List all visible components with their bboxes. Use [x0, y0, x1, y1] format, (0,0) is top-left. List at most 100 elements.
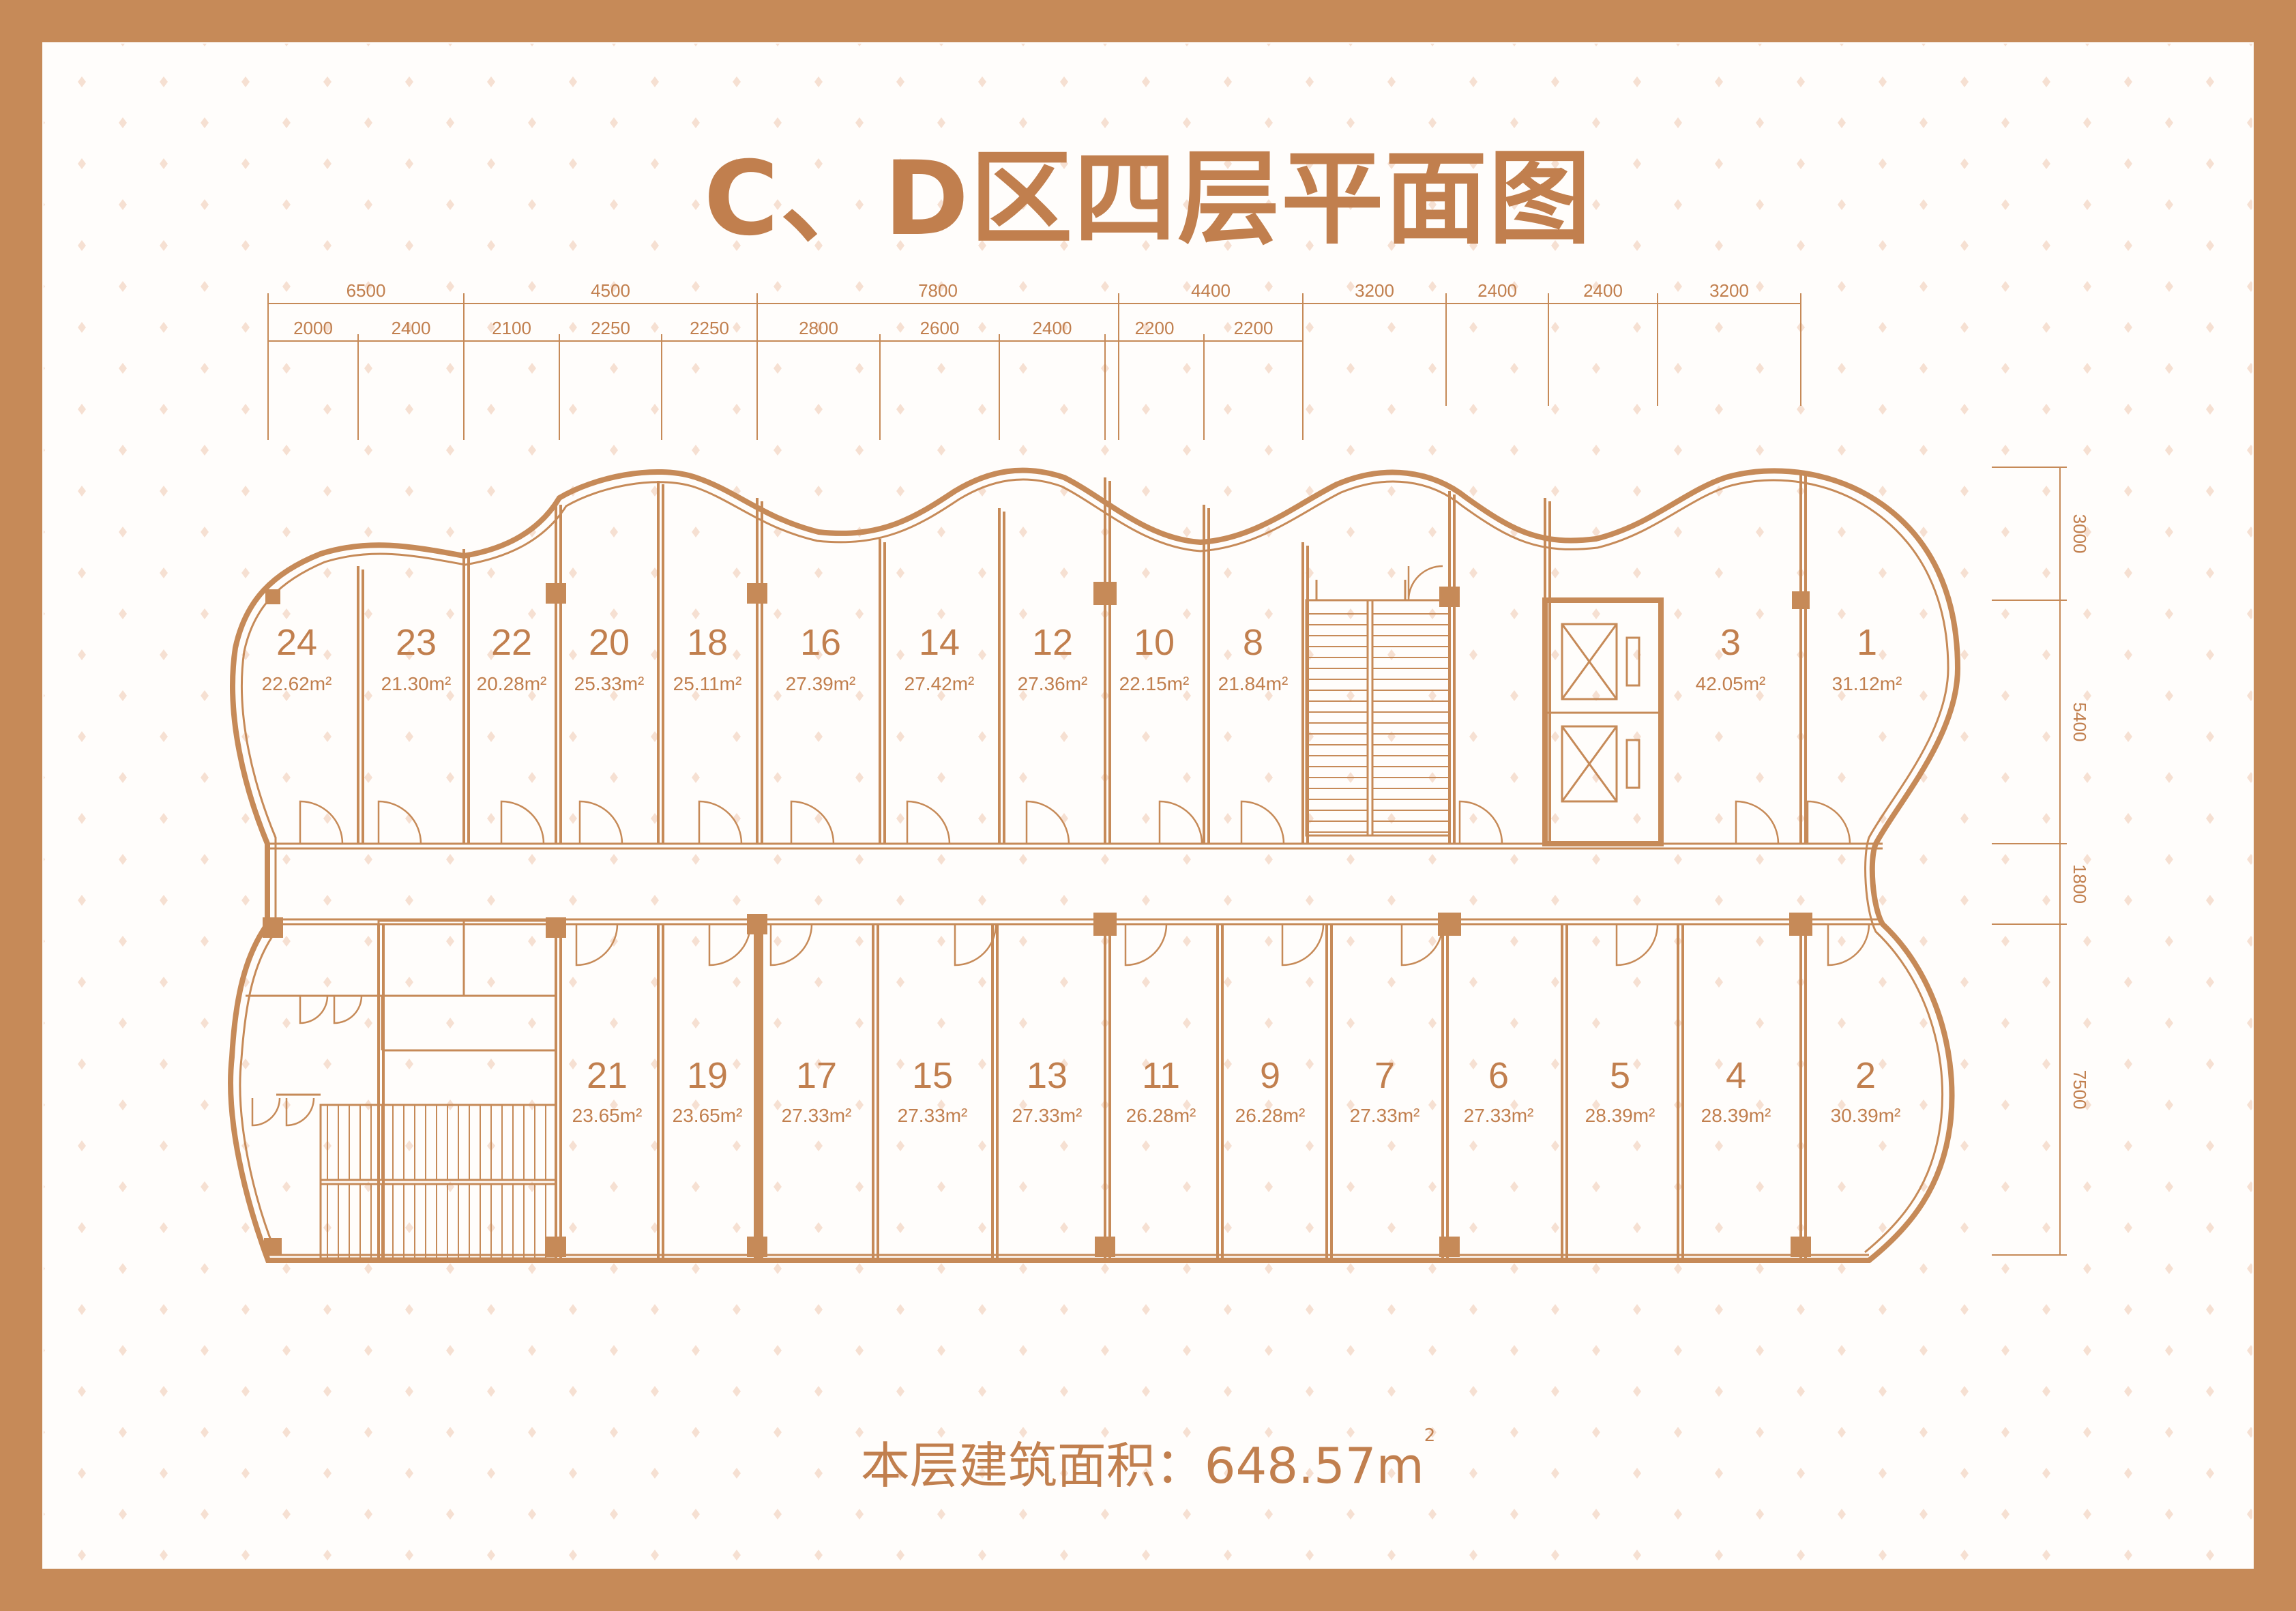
- room-area: 20.28m²: [477, 673, 547, 694]
- dim-label-top-inner: 2250: [591, 318, 630, 338]
- dim-label-top-inner: 2200: [1234, 318, 1274, 338]
- room-area: 27.33m²: [1464, 1105, 1534, 1126]
- door-swing: [1806, 800, 1851, 844]
- door-swing: [500, 800, 545, 844]
- dim-label-top-inner: 2250: [690, 318, 729, 338]
- room-number: 13: [1027, 1055, 1068, 1096]
- room-area: 21.84m²: [1218, 673, 1289, 694]
- dim-label-top-outer: 6500: [347, 280, 386, 301]
- room-area: 28.39m²: [1585, 1105, 1655, 1126]
- door-swing: [1827, 923, 1870, 966]
- room-area: 27.36m²: [1018, 673, 1088, 694]
- column: [264, 1238, 282, 1256]
- room-area: 28.39m²: [1701, 1105, 1771, 1126]
- column: [546, 583, 566, 604]
- dim-label-top-inner: 2800: [799, 318, 838, 338]
- room-area: 27.33m²: [782, 1105, 852, 1126]
- dim-label-top-outer: 2400: [1477, 280, 1517, 301]
- column: [1095, 1237, 1115, 1257]
- dim-label-top-outer: 2400: [1583, 280, 1623, 301]
- total-area: 本层建筑面积：648.57m2: [0, 1425, 2296, 1497]
- column: [1093, 913, 1117, 936]
- door-swing: [575, 923, 619, 966]
- door-swing: [285, 1097, 315, 1127]
- room-number: 21: [587, 1055, 628, 1096]
- room-number: 20: [589, 622, 630, 663]
- room-number: 11: [1142, 1055, 1180, 1096]
- dim-label-top-inner: 2000: [293, 318, 333, 338]
- room-area: 22.15m²: [1119, 673, 1190, 694]
- columns: [263, 582, 1812, 1257]
- room-number: 18: [687, 622, 728, 663]
- door-swing: [333, 995, 363, 1024]
- room-area: 26.28m²: [1126, 1105, 1196, 1126]
- dim-label-top-inner: 2600: [920, 318, 960, 338]
- room-area: 23.65m²: [673, 1105, 743, 1126]
- room-area: 22.62m²: [262, 673, 332, 694]
- door-swing: [1158, 800, 1203, 844]
- door-swing: [1124, 923, 1168, 966]
- room-number: 23: [396, 622, 437, 663]
- room-number: 15: [912, 1055, 953, 1096]
- page-title: C、D区四层平面图: [703, 140, 1593, 258]
- elevator-shaft: [1542, 597, 1664, 846]
- door-swing: [1735, 800, 1780, 844]
- door-swing: [954, 923, 997, 966]
- room-area: 30.39m²: [1831, 1105, 1901, 1126]
- room-area: 27.33m²: [1350, 1105, 1420, 1126]
- room-number: 5: [1610, 1055, 1630, 1096]
- door-swing: [769, 923, 813, 966]
- door-swing: [1240, 800, 1285, 844]
- room-number: 7: [1374, 1055, 1395, 1096]
- total-area-unit-sup: 2: [1424, 1425, 1436, 1446]
- room-number: 4: [1726, 1055, 1746, 1096]
- dim-label-top-outer: 3200: [1355, 280, 1394, 301]
- room-number: 3: [1720, 622, 1741, 663]
- room-area: 27.33m²: [1012, 1105, 1083, 1126]
- room-number: 1: [1857, 622, 1877, 663]
- column: [1792, 591, 1810, 609]
- door-swing: [299, 995, 329, 1024]
- room-area: 25.11m²: [673, 673, 742, 694]
- stair-treads-top: [1306, 613, 1449, 833]
- stairwell-top: [1305, 580, 1451, 837]
- room-number: 12: [1032, 622, 1073, 663]
- doors: [251, 565, 1870, 1127]
- door-swing: [578, 800, 623, 844]
- room-area: 26.28m²: [1235, 1105, 1306, 1126]
- room-number: 6: [1488, 1055, 1509, 1096]
- dimension-ticks: [267, 293, 1801, 440]
- door-swing: [251, 1097, 281, 1127]
- room-area: 27.33m²: [898, 1105, 968, 1126]
- room-number: 2: [1855, 1055, 1876, 1096]
- room-number: 16: [800, 622, 841, 663]
- dim-label-top-outer: 7800: [918, 280, 958, 301]
- room-number: 17: [796, 1055, 837, 1096]
- total-area-label: 本层建筑面积：648.57m: [860, 1437, 1424, 1494]
- building-outline: [228, 467, 1961, 1263]
- door-swing: [906, 800, 951, 844]
- dim-label-top-inner: 2100: [492, 318, 531, 338]
- column: [747, 583, 767, 604]
- column: [1789, 913, 1812, 936]
- dim-label-top-outer: 4500: [591, 280, 630, 301]
- background-pattern: [44, 44, 2252, 1567]
- dim-label-top-outer: 3200: [1709, 280, 1749, 301]
- room-number: 22: [491, 622, 532, 663]
- room-area: 31.12m²: [1832, 673, 1902, 694]
- column: [1093, 582, 1117, 605]
- room-area: 27.39m²: [786, 673, 856, 694]
- dim-label-top-inner: 2400: [392, 318, 431, 338]
- room-number: 24: [276, 622, 317, 663]
- door-swing: [1458, 800, 1503, 844]
- dim-label-right: 5400: [2070, 703, 2090, 742]
- door-swing: [1407, 565, 1443, 601]
- door-swing: [1281, 923, 1325, 966]
- column: [1439, 1237, 1460, 1257]
- dimension-lines: [268, 303, 2067, 1256]
- dim-label-top-inner: 2400: [1033, 318, 1072, 338]
- room-number: 10: [1134, 622, 1175, 663]
- column: [1791, 1237, 1811, 1257]
